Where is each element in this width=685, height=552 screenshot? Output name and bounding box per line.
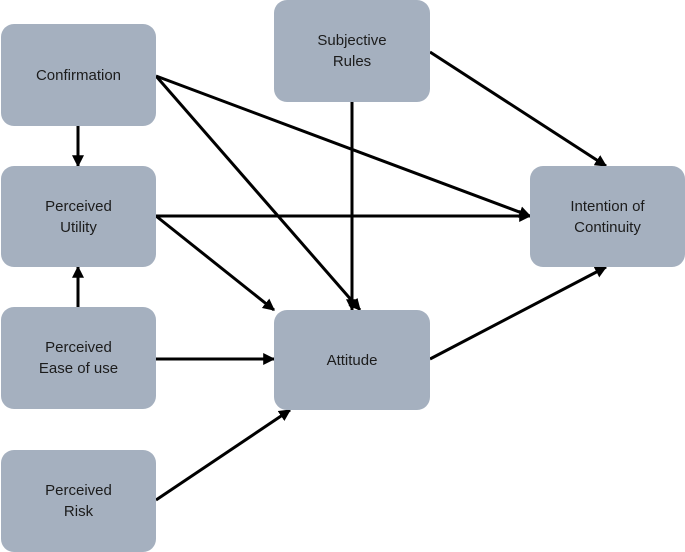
node-label: Confirmation <box>35 66 122 84</box>
arrow-attitude-to-intention <box>429 265 608 361</box>
node-label: Attitude <box>326 351 378 369</box>
arrow-confirmation-to-intention <box>155 74 532 218</box>
arrow-perceived-risk-to-attitude <box>155 408 291 502</box>
arrow-perceived-utility-to-attitude <box>155 214 275 312</box>
node-perceived-risk: Perceived Risk <box>1 450 156 552</box>
node-perceived-ease-of-use: Perceived Ease of use <box>1 307 156 409</box>
node-label: Perceived Ease of use <box>38 339 119 377</box>
node-attitude: Attitude <box>274 310 430 410</box>
node-label: Subjective Rules <box>317 32 387 70</box>
node-subjective-rules: Subjective Rules <box>274 0 430 102</box>
edge-group <box>72 50 608 502</box>
node-label: Intention of Continuity <box>570 197 645 236</box>
arrow-subjective-rules-to-intention <box>429 50 608 168</box>
node-perceived-utility: Perceived Utility <box>1 166 156 267</box>
node-label: Perceived Risk <box>45 482 112 520</box>
arrow-confirmation-to-attitude <box>154 75 362 311</box>
node-label: Perceived Utility <box>45 197 112 236</box>
node-confirmation: Confirmation <box>1 24 156 126</box>
node-intention-of-continuity: Intention of Continuity <box>530 166 685 267</box>
